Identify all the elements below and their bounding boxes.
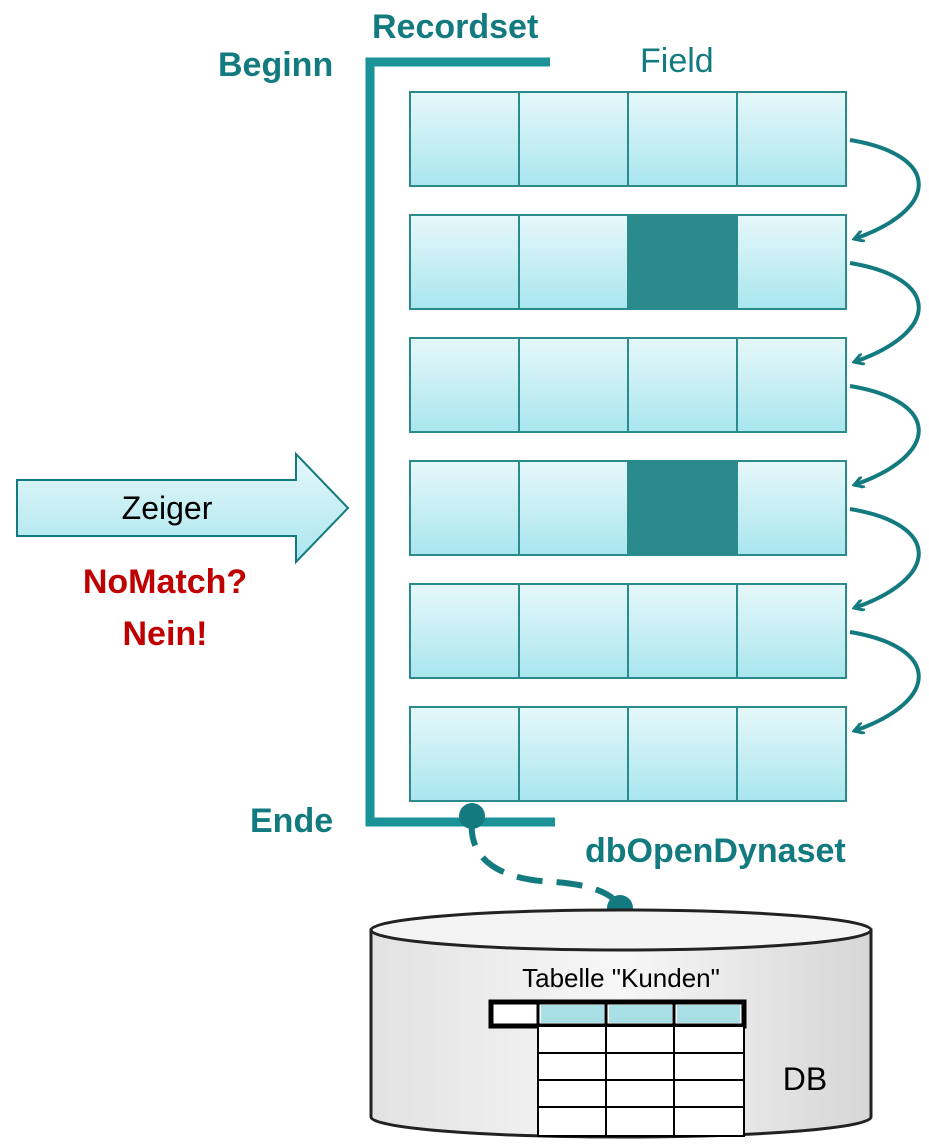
next-record-arrow (849, 507, 921, 608)
field-cell (518, 460, 629, 556)
record-row (409, 460, 847, 556)
record-row (409, 214, 847, 310)
dbopendynaset-label: dbOpenDynaset (585, 832, 846, 870)
navigation-arrows (849, 138, 921, 731)
next-record-arrow (849, 261, 921, 362)
field-cell (736, 91, 847, 187)
zeiger-arrow (16, 451, 350, 565)
recordset-label: Recordset (372, 8, 538, 46)
field-cell-highlighted (627, 460, 738, 556)
beginn-label: Beginn (218, 46, 333, 84)
field-cell (736, 337, 847, 433)
record-row (409, 706, 847, 802)
tabelle-label: Tabelle "Kunden" (522, 963, 720, 993)
zeiger-label: Zeiger (122, 490, 213, 526)
record-row (409, 583, 847, 679)
ende-label: Ende (250, 802, 333, 840)
field-cell (736, 583, 847, 679)
field-cell (409, 91, 520, 187)
field-cell (518, 214, 629, 310)
field-cell (736, 460, 847, 556)
field-cell (518, 91, 629, 187)
next-record-arrow (849, 384, 921, 485)
field-cell (409, 706, 520, 802)
field-cell-highlighted (627, 214, 738, 310)
kunden-table (488, 999, 747, 1137)
field-cell (736, 214, 847, 310)
field-cell (409, 337, 520, 433)
db-label: DB (783, 1061, 827, 1097)
field-cell (627, 337, 738, 433)
field-cell (627, 706, 738, 802)
field-cell (409, 583, 520, 679)
field-cell (518, 583, 629, 679)
next-record-arrow (849, 138, 921, 239)
field-cell (627, 91, 738, 187)
record-row (409, 91, 847, 187)
field-label: Field (640, 42, 714, 80)
field-cell (518, 337, 629, 433)
field-cell (627, 583, 738, 679)
recordset-grid (409, 91, 847, 802)
connector-dot-top (459, 803, 485, 829)
next-record-arrow (849, 630, 921, 731)
kunden-table-body (537, 1025, 745, 1137)
field-cell (409, 460, 520, 556)
field-cell (736, 706, 847, 802)
record-row (409, 337, 847, 433)
field-cell (409, 214, 520, 310)
nomatch-label: NoMatch? (83, 563, 247, 601)
field-cell (518, 706, 629, 802)
dynaset-connector (468, 819, 623, 910)
nein-label: Nein! (123, 615, 208, 653)
